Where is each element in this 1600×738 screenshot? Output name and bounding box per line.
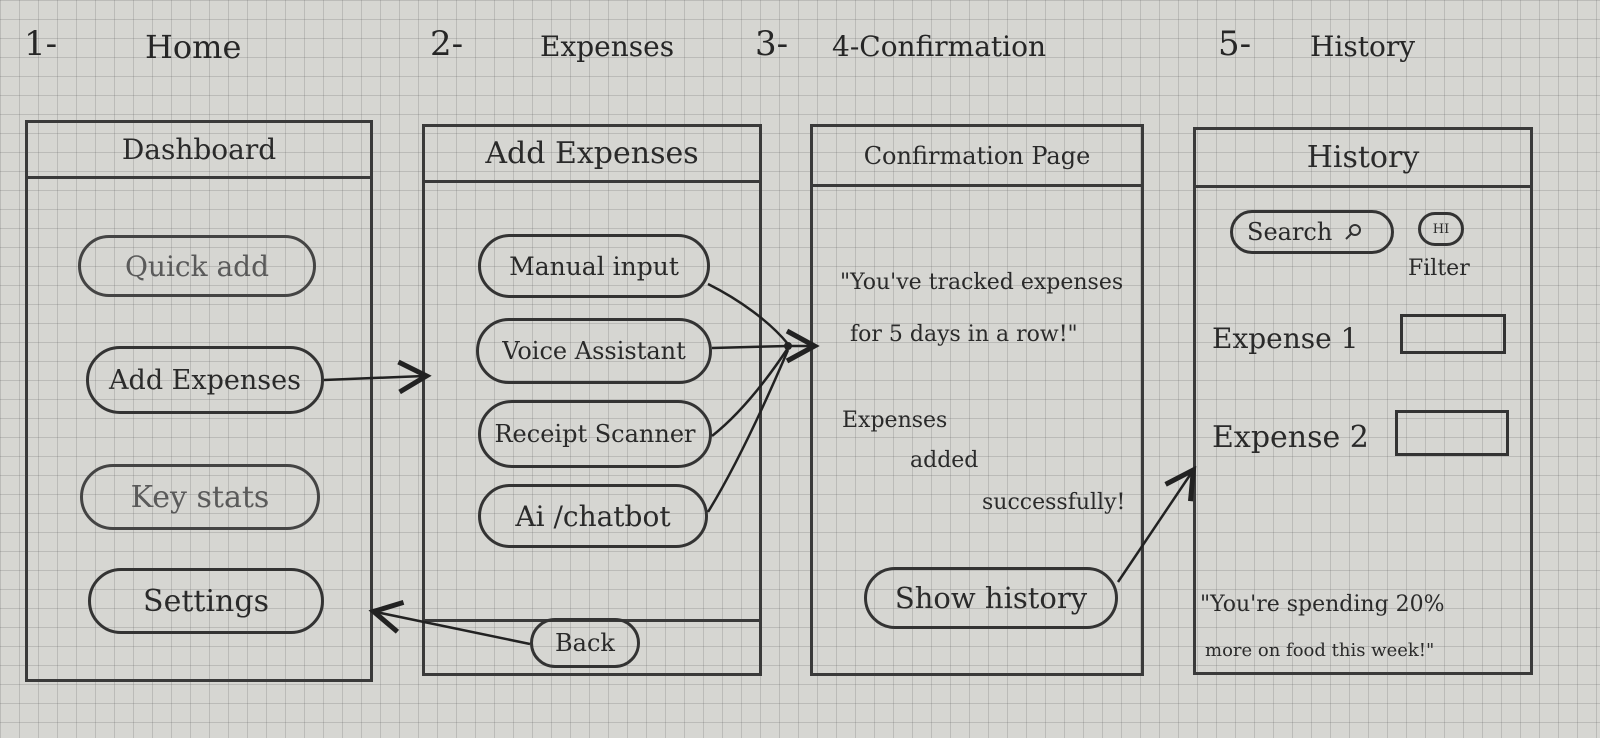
- step-5-title: History: [1310, 30, 1416, 63]
- filter-label: Filter: [1408, 256, 1470, 281]
- step-3-number: 3-: [755, 24, 789, 64]
- search-icon: [1345, 224, 1362, 240]
- add-expenses-button[interactable]: Add Expenses: [86, 346, 324, 414]
- manual-input-button[interactable]: Manual input: [478, 234, 710, 298]
- expense-2-label: Expense 2: [1212, 420, 1369, 455]
- success-message-line2: added: [910, 448, 979, 473]
- add-expenses-header: Add Expenses: [425, 127, 759, 183]
- expense-1-label: Expense 1: [1212, 322, 1359, 355]
- step-5-number: 5-: [1218, 24, 1252, 64]
- search-label: Search: [1247, 218, 1333, 246]
- success-message-line3: successfully!: [982, 490, 1126, 515]
- back-button[interactable]: Back: [530, 618, 640, 668]
- voice-assistant-button[interactable]: Voice Assistant: [476, 318, 712, 384]
- expense-2-value-box[interactable]: [1395, 410, 1509, 456]
- step-3-title: 4-Confirmation: [832, 30, 1046, 63]
- success-message-line1: Expenses: [842, 408, 948, 433]
- key-stats-button[interactable]: Key stats: [80, 464, 320, 530]
- streak-message-line1: "You've tracked expenses: [840, 270, 1124, 295]
- step-2-title: Expenses: [540, 30, 675, 63]
- settings-button[interactable]: Settings: [88, 568, 324, 634]
- dashboard-screen: Dashboard: [25, 120, 373, 682]
- confirmation-screen: Confirmation Page: [810, 124, 1144, 676]
- search-input[interactable]: Search: [1230, 210, 1394, 254]
- step-1-number: 1-: [24, 24, 58, 64]
- merge-point: [784, 342, 792, 350]
- insight-message-line2: more on food this week!": [1205, 640, 1435, 661]
- quick-add-button[interactable]: Quick add: [78, 235, 316, 297]
- step-2-number: 2-: [430, 24, 464, 64]
- streak-message-line2: for 5 days in a row!": [850, 322, 1078, 347]
- history-header: History: [1196, 130, 1530, 188]
- show-history-button[interactable]: Show history: [864, 567, 1118, 629]
- dashboard-header: Dashboard: [28, 123, 370, 179]
- receipt-scanner-button[interactable]: Receipt Scanner: [478, 400, 712, 468]
- filter-icon[interactable]: HI: [1418, 212, 1464, 246]
- expense-1-value-box[interactable]: [1400, 314, 1506, 354]
- insight-message-line1: "You're spending 20%: [1200, 592, 1445, 617]
- ai-chatbot-button[interactable]: Ai /chatbot: [478, 484, 708, 548]
- confirmation-header: Confirmation Page: [813, 127, 1141, 187]
- history-screen: History: [1193, 127, 1533, 675]
- step-1-title: Home: [145, 28, 242, 66]
